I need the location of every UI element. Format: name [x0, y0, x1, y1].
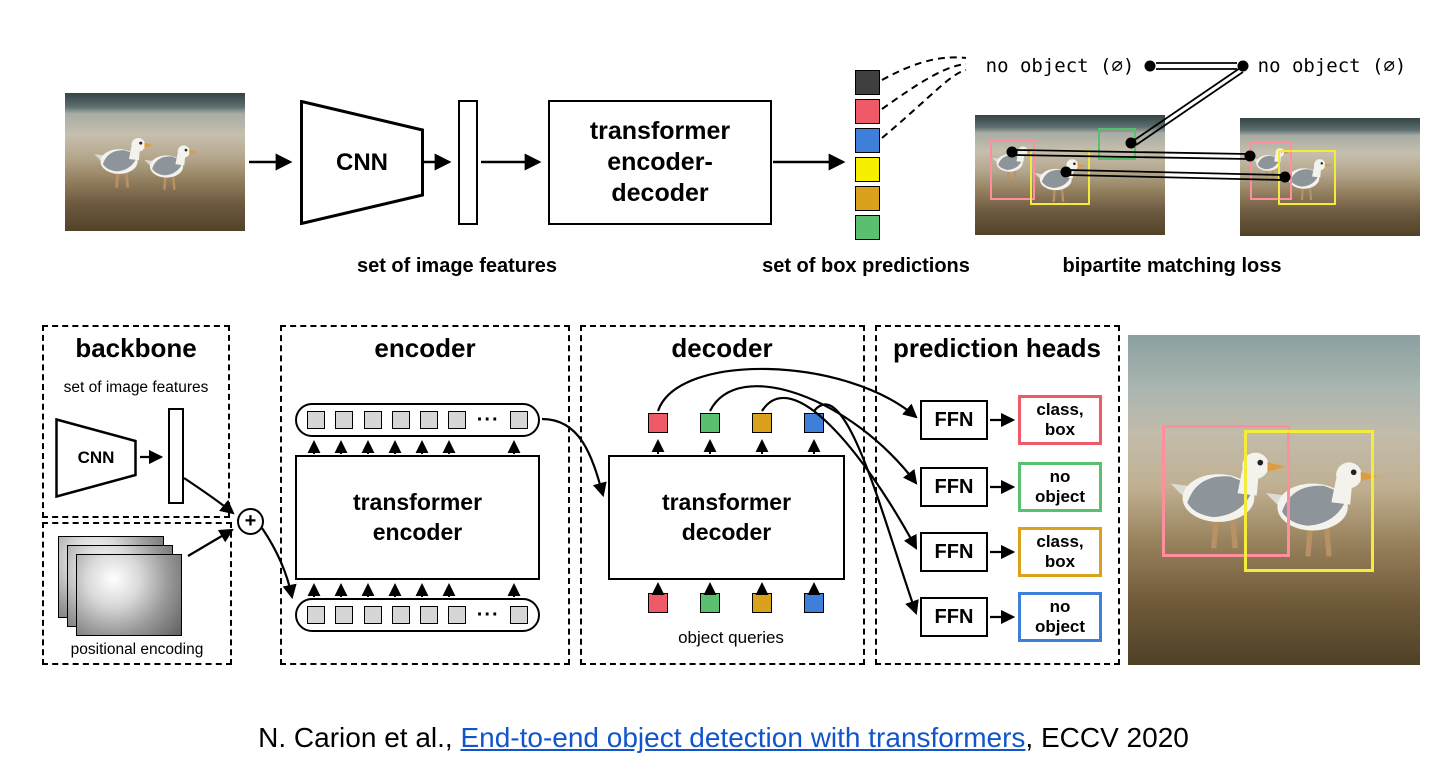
- citation: N. Carion et al., End-to-end object dete…: [0, 722, 1447, 754]
- token-square: [307, 411, 325, 429]
- encoder-token-row-top: ···: [295, 403, 540, 437]
- positional-encoding-label: positional encoding: [70, 641, 204, 658]
- output-label: class, box: [1036, 400, 1084, 439]
- output-no-object-1: no object: [1018, 462, 1102, 512]
- token-square: [391, 606, 410, 624]
- object-queries-label: object queries: [678, 628, 784, 647]
- transformer-decoder-block: transformer decoder: [608, 455, 845, 580]
- object-query-square-green: [700, 593, 720, 613]
- ffn-label: FFN: [934, 475, 974, 498]
- object-query-square-pink: [648, 593, 668, 613]
- prediction-square-orange: [855, 186, 880, 211]
- pred-bbox-green: [1098, 128, 1136, 160]
- seagulls-illustration: [93, 136, 199, 192]
- transformer-encoder-label: transformer encoder: [352, 489, 483, 545]
- token-square: [335, 411, 354, 429]
- output-class-box-1: class, box: [1018, 395, 1102, 445]
- object-query-square-blue: [804, 593, 824, 613]
- set-of-box-predictions-label: set of box predictions: [762, 255, 970, 277]
- result-bbox-pink: [1162, 425, 1290, 557]
- token-square: [363, 606, 382, 624]
- decoder-title: decoder: [671, 333, 773, 363]
- output-label: class, box: [1036, 532, 1084, 571]
- prediction-square-green: [855, 215, 880, 240]
- object-query-square-orange: [752, 593, 772, 613]
- cnn-label: CNN: [336, 148, 388, 176]
- positional-encoding-tile: [76, 554, 182, 636]
- transformer-encoder-decoder-block: transformer encoder- decoder: [548, 100, 772, 225]
- citation-link[interactable]: End-to-end object detection with transfo…: [460, 722, 1026, 753]
- ground-truth-photo: [1240, 118, 1420, 236]
- backbone-image-features-label: set of image features: [63, 379, 209, 396]
- token-square: [391, 411, 410, 429]
- token-square: [307, 606, 325, 624]
- backbone-dashed-box: [42, 325, 230, 518]
- ellipsis: ···: [476, 604, 500, 626]
- ffn-box-2: FFN: [920, 467, 988, 507]
- gt-bbox-yellow: [1278, 150, 1336, 205]
- bipartite-matching-loss-label: bipartite matching loss: [1062, 255, 1282, 277]
- decoder-out-square-orange: [752, 413, 772, 433]
- image-features-tensor: [458, 100, 478, 225]
- prediction-square-yellow: [855, 157, 880, 182]
- no-object-label-left: no object (∅): [985, 55, 1135, 77]
- token-square: [335, 606, 354, 624]
- cnn-block: CNN: [300, 99, 424, 226]
- token-square: [420, 606, 439, 624]
- prediction-square-pink: [855, 99, 880, 124]
- no-object-label-right: no object (∅): [1257, 55, 1407, 77]
- predictions-photo: [975, 115, 1165, 235]
- token-square: [420, 411, 439, 429]
- token-square: [448, 411, 467, 429]
- token-square: [448, 606, 467, 624]
- transformer-decoder-label: transformer decoder: [661, 489, 792, 545]
- citation-suffix: , ECCV 2020: [1025, 722, 1189, 753]
- result-bbox-yellow: [1244, 430, 1374, 572]
- transformer-encoder-decoder-label: transformer encoder- decoder: [589, 117, 731, 207]
- output-label: no object: [1034, 597, 1086, 636]
- output-label: no object: [1034, 467, 1086, 506]
- ffn-box-3: FFN: [920, 532, 988, 572]
- token-square: [509, 411, 528, 429]
- backbone-cnn-block: CNN: [55, 417, 137, 499]
- cnn-trapezoid-shape: [55, 417, 137, 499]
- set-of-image-features-label: set of image features: [356, 255, 558, 277]
- pred-bbox-yellow: [1030, 150, 1090, 205]
- result-photo: [1128, 335, 1420, 665]
- positional-encoding-dashed-box: [42, 522, 232, 665]
- token-square: [363, 411, 382, 429]
- output-no-object-2: no object: [1018, 592, 1102, 642]
- backbone-cnn-label: CNN: [77, 448, 115, 467]
- encoder-token-row-bottom: ···: [295, 598, 540, 632]
- prediction-square-dark: [855, 70, 880, 95]
- ffn-label: FFN: [934, 540, 974, 563]
- backbone-title: backbone: [75, 333, 197, 363]
- ffn-label: FFN: [934, 605, 974, 628]
- plus-sign: +: [244, 510, 257, 532]
- prediction-heads-title: prediction heads: [892, 333, 1102, 363]
- add-operator: +: [237, 508, 264, 535]
- prediction-square-blue: [855, 128, 880, 153]
- transformer-encoder-block: transformer encoder: [295, 455, 540, 580]
- encoder-title: encoder: [374, 333, 476, 363]
- ffn-label: FFN: [934, 408, 974, 431]
- pred-bbox-pink: [990, 140, 1035, 200]
- cnn-trapezoid-shape: [300, 99, 424, 226]
- decoder-out-square-blue: [804, 413, 824, 433]
- backbone-features-tensor: [168, 408, 184, 504]
- decoder-out-square-pink: [648, 413, 668, 433]
- ffn-box-1: FFN: [920, 400, 988, 440]
- input-photo: [65, 93, 245, 231]
- decoder-out-square-green: [700, 413, 720, 433]
- ffn-box-4: FFN: [920, 597, 988, 637]
- ellipsis: ···: [476, 409, 500, 431]
- citation-prefix: N. Carion et al.,: [258, 722, 461, 753]
- output-class-box-2: class, box: [1018, 527, 1102, 577]
- token-square: [509, 606, 528, 624]
